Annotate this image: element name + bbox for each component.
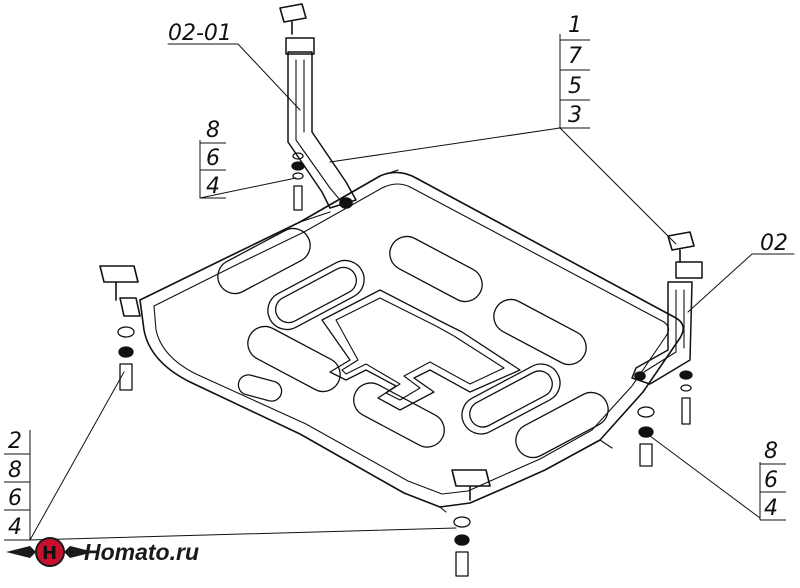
fastener-front-left: [117, 326, 135, 391]
logo-wing-icon: [6, 546, 94, 558]
callout-bottom-left-3: 6: [8, 486, 22, 511]
fastener-bottom: [453, 516, 471, 577]
bracket-02-01-hole: [339, 197, 353, 209]
callout-top-right-1: 1: [568, 13, 582, 38]
bracket-02: [631, 281, 693, 385]
vent-left: [267, 259, 365, 331]
drain-hole: [237, 374, 283, 402]
center-rib: [321, 289, 521, 411]
logo-badge-icon: [35, 537, 65, 567]
leader-lines: [29, 43, 795, 541]
bracket-02-nut: [667, 231, 695, 263]
skid-plate-rim: [153, 183, 670, 495]
callout-left-mid-2: 6: [206, 146, 220, 171]
callout-02: 02: [760, 231, 788, 256]
bracket-02-inner: [643, 289, 685, 373]
callout-bottom-left-1: 2: [8, 429, 22, 454]
callout-stack-top-right: 1 7 5 3: [559, 13, 590, 129]
bracket-02-01: [287, 51, 357, 209]
bracket-02-01-inner: [295, 59, 341, 201]
callout-02-01: 02-01: [168, 21, 232, 46]
clip-bottom: [451, 469, 491, 501]
bracket-02-hole: [634, 371, 646, 381]
plate-flange: [299, 169, 613, 513]
clip-front-left: [99, 265, 141, 317]
bracket-02-01-nut: [279, 3, 307, 35]
callout-stack-left-mid: 8 6 4: [199, 118, 226, 199]
callout-top-right-3: 5: [568, 74, 582, 99]
callout-stack-bottom-left: 2 8 6 4: [4, 429, 31, 541]
bracket-02-01-clip: [285, 37, 315, 55]
callout-bottom-left-4: 4: [8, 515, 22, 540]
callout-top-right-2: 7: [568, 44, 582, 69]
callout-top-right-4: 3: [568, 103, 582, 128]
homato-logo: H Homato.ru: [6, 537, 199, 567]
callout-right-low-3: 4: [764, 496, 778, 521]
callout-left-mid-3: 4: [206, 174, 220, 199]
slot-row-middle: [389, 235, 609, 459]
callout-right-low-2: 6: [764, 468, 778, 493]
logo-badge-letter: H: [42, 543, 57, 564]
skid-plate-outline: [139, 171, 684, 508]
vent-right: [461, 363, 561, 435]
callout-stack-right-low: 8 6 4: [759, 439, 786, 521]
slot-row-left: [217, 227, 445, 448]
fastener-left-bracket: [291, 152, 305, 211]
logo-text: Homato.ru: [84, 539, 199, 565]
callout-left-mid-1: 8: [206, 118, 220, 143]
bracket-02-clip: [675, 261, 703, 279]
callout-right-low-1: 8: [764, 439, 778, 464]
center-rib-inner: [335, 297, 505, 401]
fastener-right: [637, 370, 693, 467]
callout-bottom-left-2: 8: [8, 458, 22, 483]
